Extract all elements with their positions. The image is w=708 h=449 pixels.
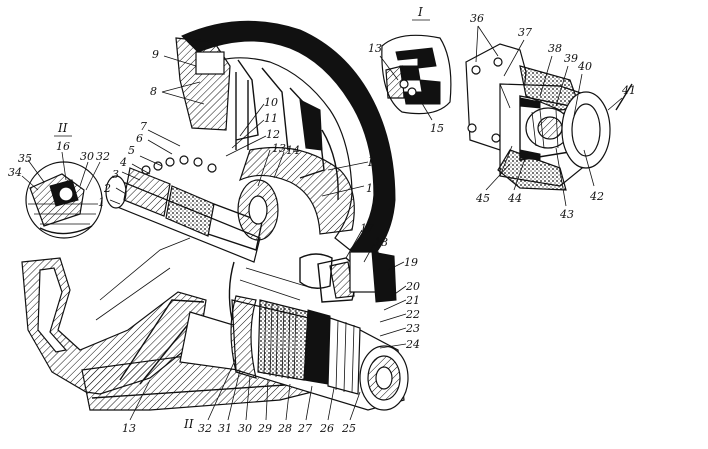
callout-12: 12 <box>266 128 280 141</box>
callout-32-detail: 32 <box>96 150 110 163</box>
gear-shaft <box>228 251 409 411</box>
callout-34: 34 <box>8 166 22 179</box>
callout-43: 43 <box>559 208 574 221</box>
detail-pointer-ii: II <box>183 417 194 431</box>
callout-39: 39 <box>564 52 578 65</box>
detail-pointer-i: I <box>367 155 373 169</box>
callout-27: 27 <box>297 422 312 435</box>
callout-22: 22 <box>405 308 420 321</box>
callout-25: 25 <box>341 422 356 435</box>
callout-23: 23 <box>405 322 420 335</box>
main-shaft <box>105 155 279 263</box>
detail-i-view <box>381 34 452 115</box>
callout-13-detail-i: 13 <box>368 42 382 55</box>
callout-7: 7 <box>140 120 147 133</box>
callout-28: 28 <box>277 422 292 435</box>
callout-18: 18 <box>374 236 388 249</box>
callout-31: 31 <box>218 422 232 435</box>
callout-8: 8 <box>150 85 157 98</box>
detail-ii-view <box>25 161 103 239</box>
callout-29: 29 <box>257 422 272 435</box>
callout-6: 6 <box>136 132 143 145</box>
callout-44: 44 <box>507 192 522 205</box>
detail-label-i: I <box>417 5 423 19</box>
detail-label-ii: II <box>57 121 68 135</box>
callout-14: 14 <box>286 144 300 157</box>
callout-2: 2 <box>103 182 111 195</box>
callout-1: 1 <box>98 196 105 209</box>
callout-13-bottom: 13 <box>122 422 136 435</box>
callout-42: 42 <box>589 190 604 203</box>
cartridge-detail-view <box>465 43 611 191</box>
callout-19: 19 <box>404 256 418 269</box>
callout-9: 9 <box>152 48 159 61</box>
callout-32: 32 <box>198 422 212 435</box>
callout-30-detail: 30 <box>80 150 94 163</box>
callout-10: 10 <box>264 96 278 109</box>
callout-labels: 1 2 3 4 5 6 7 8 9 10 11 12 13 14 16 17 1… <box>8 12 636 435</box>
callout-16: 16 <box>366 182 380 195</box>
callout-41: 41 <box>621 84 636 97</box>
callout-4: 4 <box>119 156 127 169</box>
callout-36: 36 <box>470 12 484 25</box>
callout-20: 20 <box>405 280 420 293</box>
callout-5: 5 <box>128 144 135 157</box>
callout-30: 30 <box>238 422 252 435</box>
callout-17: 17 <box>360 222 374 235</box>
callout-24: 24 <box>405 338 420 351</box>
callout-45: 45 <box>475 192 490 205</box>
callout-3: 3 <box>112 168 119 181</box>
callout-15: 15 <box>430 122 444 135</box>
callout-13-top: 13 <box>272 142 286 155</box>
callout-21: 21 <box>405 294 420 307</box>
callout-38: 38 <box>548 42 562 55</box>
leader-lines <box>21 25 633 421</box>
callout-26: 26 <box>319 422 334 435</box>
callout-35: 35 <box>18 152 32 165</box>
housing <box>175 20 396 266</box>
callout-16-detail: 16 <box>56 140 70 153</box>
callout-11: 11 <box>264 112 278 125</box>
callout-40: 40 <box>577 60 592 73</box>
callout-37: 37 <box>518 26 532 39</box>
